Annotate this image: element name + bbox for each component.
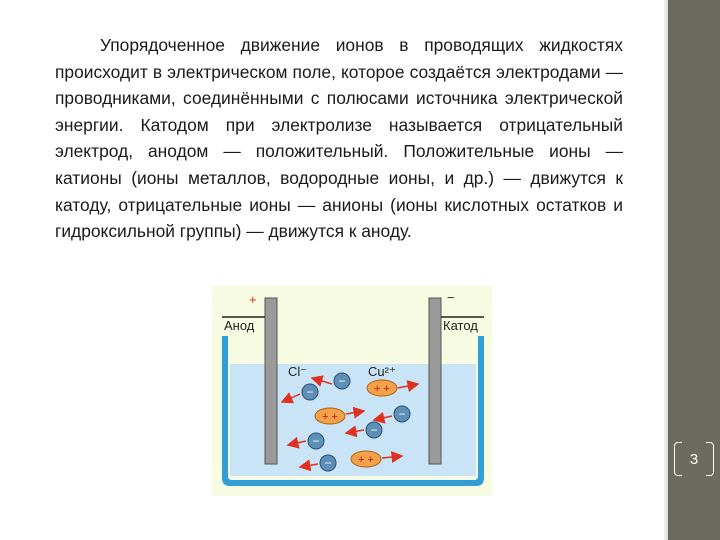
side-panel-edge bbox=[664, 0, 668, 540]
anion-4: − bbox=[344, 421, 383, 439]
cathode-sign: − bbox=[447, 290, 455, 305]
anode-electrode bbox=[264, 297, 278, 465]
anode-label: Анод bbox=[224, 318, 255, 333]
anion-5: − bbox=[286, 432, 325, 450]
svg-text:−: − bbox=[324, 456, 331, 470]
slide-content: Упорядоченное движение ионов в проводящи… bbox=[55, 35, 623, 496]
cation-label: Cu²⁺ bbox=[368, 364, 396, 379]
anion-6: − bbox=[298, 454, 337, 472]
svg-text:+ +: + + bbox=[358, 454, 374, 466]
page-number: 3 bbox=[689, 450, 699, 468]
bracket-right bbox=[706, 442, 714, 476]
cathode-electrode bbox=[428, 297, 442, 465]
body-paragraph: Упорядоченное движение ионов в проводящи… bbox=[55, 35, 623, 242]
anion-label: Cl⁻ bbox=[288, 364, 307, 379]
cathode-label: Катод bbox=[443, 318, 478, 333]
page-number-box: 3 bbox=[674, 442, 714, 476]
cation-1: + + bbox=[366, 379, 420, 397]
cation-2: + + bbox=[314, 406, 366, 425]
svg-text:−: − bbox=[306, 385, 313, 399]
svg-text:−: − bbox=[338, 374, 345, 388]
anion-1: − bbox=[280, 383, 319, 404]
electrolysis-diagram: + Анод − Катод Cl⁻ Cu²⁺ − − bbox=[212, 286, 492, 496]
svg-text:+ +: + + bbox=[322, 411, 338, 423]
svg-text:−: − bbox=[398, 407, 405, 421]
side-panel bbox=[668, 0, 720, 540]
anion-2: − bbox=[310, 372, 351, 390]
anode-sign: + bbox=[249, 292, 257, 307]
bracket-left bbox=[674, 442, 682, 476]
svg-text:−: − bbox=[370, 423, 377, 437]
svg-text:+ +: + + bbox=[374, 383, 390, 395]
cation-3: + + bbox=[350, 450, 404, 468]
svg-text:−: − bbox=[312, 434, 319, 448]
anion-3: − bbox=[372, 405, 411, 424]
